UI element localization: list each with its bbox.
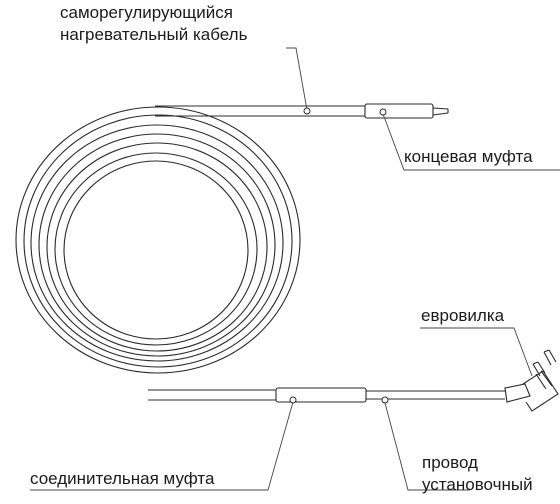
leader-lines <box>30 47 560 491</box>
label-wire-line2: установочный <box>422 475 533 494</box>
leader-cable <box>286 47 308 111</box>
leader-wire <box>384 402 470 491</box>
label-wire-line1: провод <box>422 453 478 472</box>
anchor-dots <box>289 107 389 404</box>
dot-cable <box>303 107 311 115</box>
end-sleeve <box>364 103 434 119</box>
euro-plug <box>504 349 559 412</box>
label-end-sleeve: концевая муфта <box>404 147 533 166</box>
label-cable-line2: нагревательный кабель <box>60 25 248 44</box>
dot-end-sleeve <box>379 108 387 116</box>
leader-joint-sleeve <box>30 401 294 491</box>
bottom-cable <box>148 387 505 403</box>
dot-wire <box>381 396 389 404</box>
cable-coil <box>15 106 301 374</box>
label-joint-sleeve: соединительная муфта <box>30 469 215 488</box>
dot-joint-sleeve <box>289 396 297 404</box>
label-cable-line1: саморегулирующийся <box>60 3 233 22</box>
leader-plug <box>420 327 533 377</box>
leader-end-sleeve <box>382 113 560 171</box>
label-plug: евровилка <box>421 306 505 325</box>
joint-sleeve <box>275 387 367 403</box>
heating-cable-tail <box>155 103 449 119</box>
